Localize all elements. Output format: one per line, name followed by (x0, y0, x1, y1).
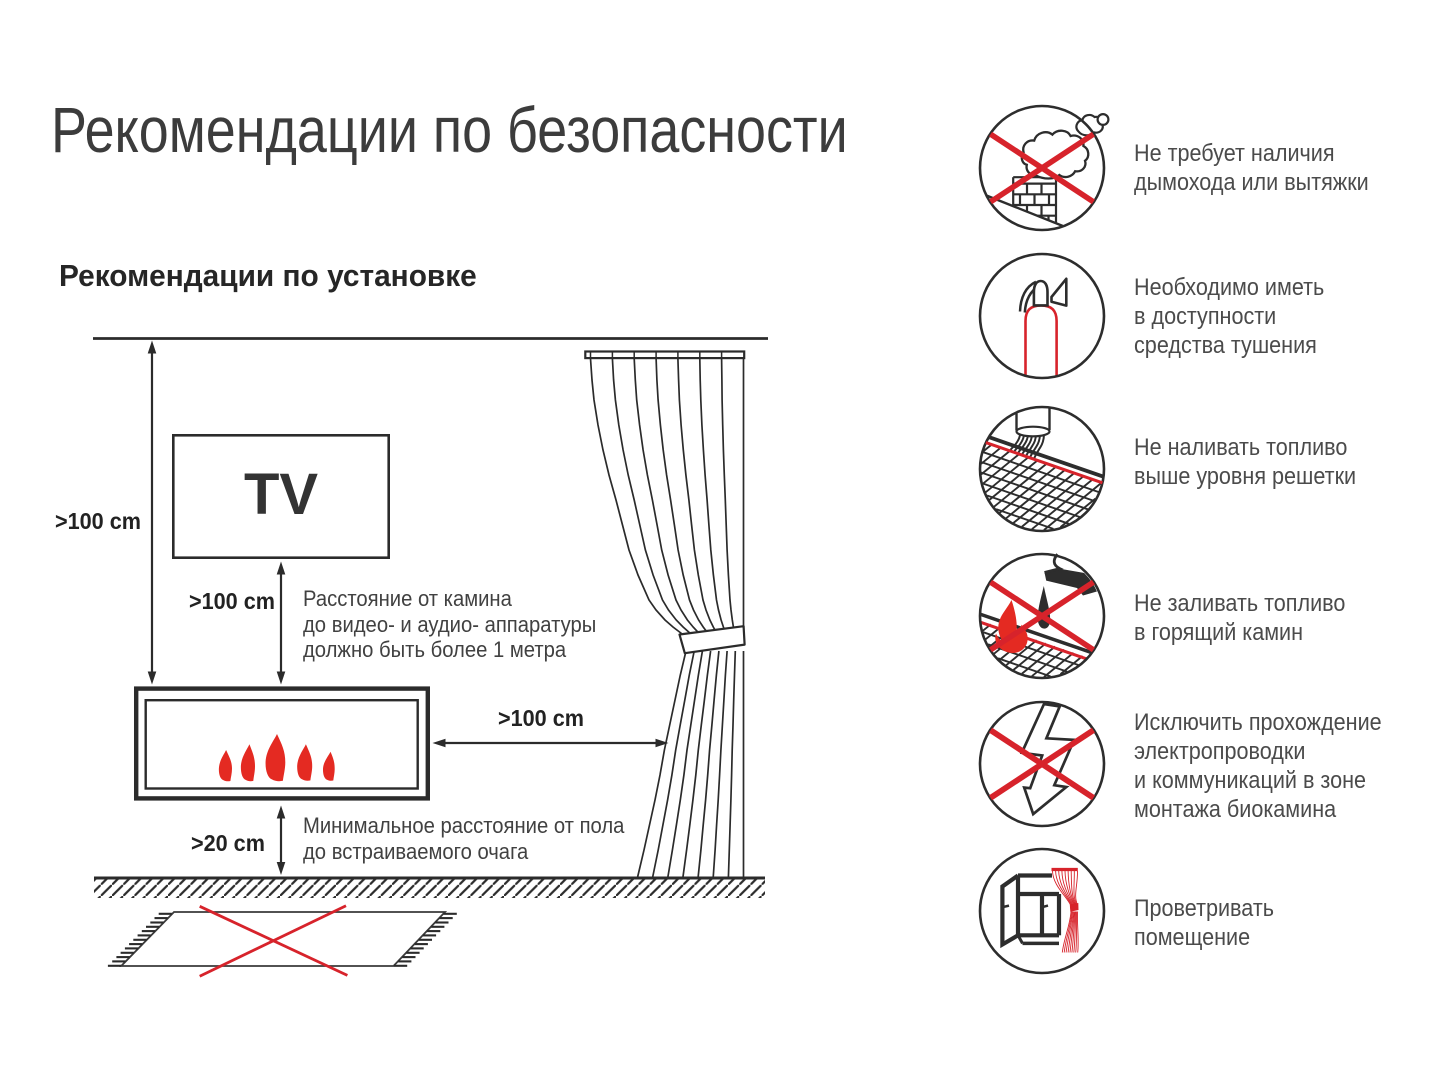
fuel-level-icon (978, 405, 1106, 533)
curtain-tieback (678, 625, 746, 655)
fireplace-box (133, 686, 431, 801)
floor-hatching (94, 879, 765, 898)
fire-extinguisher-icon (978, 252, 1106, 380)
rug (107, 904, 457, 978)
section-subtitle: Рекомендации по установке (59, 258, 477, 293)
no-chimney-icon (978, 104, 1110, 232)
safety-item-text: Проветривать помещение (1134, 895, 1274, 951)
arrow-fireplace-floor (276, 805, 286, 875)
dim-label-ceiling-fireplace: >100 cm (55, 508, 141, 534)
safety-item-text: Не требует наличия дымохода или вытяжки (1134, 140, 1369, 196)
arrow-fireplace-curtain (432, 738, 669, 748)
safety-item-text: Не заливать топливо в горящий камин (1134, 590, 1346, 646)
arrow-tv-fireplace (276, 561, 286, 685)
ventilate-icon (978, 847, 1106, 975)
no-refill-burning-icon (978, 552, 1106, 680)
note-floor-distance: Минимальное расстояние от пола до встраи… (303, 813, 625, 864)
arrow-ceiling-fireplace (147, 340, 157, 685)
note-tv-distance: Расстояние от камина до видео- и аудио- … (303, 586, 597, 662)
curtain-rod (584, 350, 746, 360)
dim-label-tv-fireplace: >100 cm (189, 587, 275, 614)
safety-item-text: Исключить прохождение электропроводки и … (1134, 709, 1382, 823)
curtain (584, 350, 746, 878)
safety-item-text: Не наливать топливо выше уровня решетки (1134, 434, 1357, 490)
page-title: Рекомендации по безопасности (51, 94, 848, 166)
rug-x-mark (199, 904, 348, 978)
dim-label-fireplace-floor: >20 cm (191, 829, 265, 856)
no-wiring-icon (978, 700, 1106, 828)
tv-box (172, 433, 390, 559)
tv-label: TV (243, 462, 319, 527)
fireplace-flames (218, 734, 335, 782)
dim-label-fireplace-curtain: >100 cm (498, 705, 584, 731)
safety-item-text: Необходимо иметь в доступности средства … (1134, 274, 1325, 359)
